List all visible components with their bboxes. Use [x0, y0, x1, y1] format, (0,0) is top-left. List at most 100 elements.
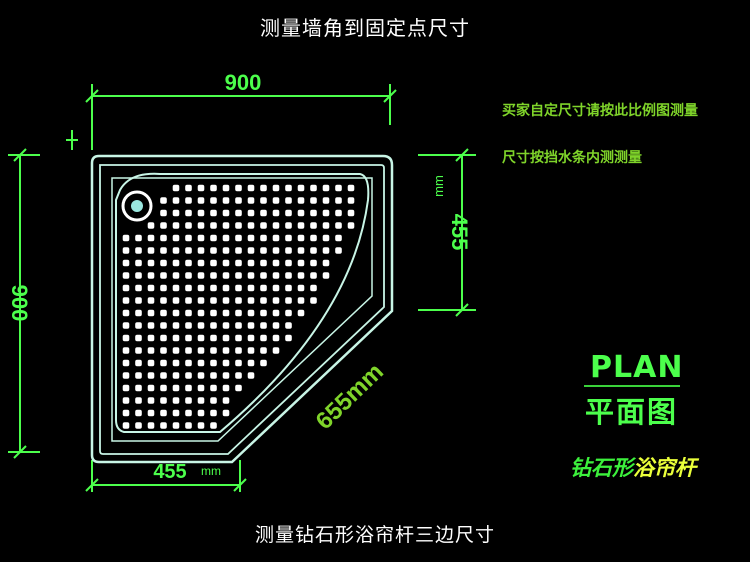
anti-slip-dot: [310, 272, 317, 279]
anti-slip-dot: [297, 297, 305, 304]
anti-slip-dot: [210, 222, 217, 229]
anti-slip-dot: [147, 384, 155, 392]
anti-slip-dot: [197, 422, 205, 429]
anti-slip-dot: [197, 322, 205, 329]
anti-slip-dot: [247, 347, 255, 354]
anti-slip-dot: [147, 247, 155, 254]
anti-slip-dot: [172, 234, 180, 242]
anti-slip-dot: [235, 359, 242, 367]
anti-slip-dot: [135, 309, 142, 317]
anti-slip-dot: [210, 197, 217, 204]
anti-slip-dot: [335, 247, 342, 254]
anti-slip-dot: [135, 384, 142, 392]
anti-slip-dot: [210, 372, 217, 379]
anti-slip-dot: [297, 209, 305, 217]
anti-slip-dot: [285, 234, 292, 242]
anti-slip-dot: [160, 372, 167, 379]
anti-slip-dot: [235, 347, 242, 354]
anti-slip-dot: [160, 197, 167, 204]
anti-slip-dots: [122, 184, 355, 429]
anti-slip-dot: [160, 359, 167, 367]
anti-slip-dot: [285, 309, 292, 317]
anti-slip-dot: [160, 209, 167, 217]
anti-slip-dot: [222, 197, 230, 204]
anti-slip-dot: [147, 272, 155, 279]
anti-slip-dot: [197, 334, 205, 342]
anti-slip-dot: [347, 222, 355, 229]
anti-slip-dot: [272, 284, 280, 292]
anti-slip-dot: [135, 284, 142, 292]
anti-slip-dot: [185, 209, 192, 217]
anti-slip-dot: [272, 247, 280, 254]
anti-slip-dot: [197, 222, 205, 229]
anti-slip-dot: [222, 409, 230, 417]
anti-slip-dot: [122, 309, 130, 317]
anti-slip-dot: [235, 297, 242, 304]
anti-slip-dot: [122, 234, 130, 242]
anti-slip-dot: [247, 372, 255, 379]
anti-slip-dot: [297, 184, 305, 192]
anti-slip-dot: [122, 297, 130, 304]
anti-slip-dot: [135, 259, 142, 267]
anti-slip-dot: [185, 234, 192, 242]
anti-slip-dot: [222, 334, 230, 342]
anti-slip-dot: [310, 197, 317, 204]
tray-outline: [90, 154, 394, 464]
anti-slip-dot: [222, 372, 230, 379]
anti-slip-dot: [247, 309, 255, 317]
anti-slip-dot: [247, 209, 255, 217]
anti-slip-dot: [135, 234, 142, 242]
anti-slip-dot: [247, 222, 255, 229]
anti-slip-dot: [197, 347, 205, 354]
anti-slip-dot: [335, 209, 342, 217]
brand-part-2: 浴帘杆: [633, 455, 696, 480]
anti-slip-dot: [135, 347, 142, 354]
anti-slip-dot: [172, 197, 180, 204]
anti-slip-dot: [297, 259, 305, 267]
anti-slip-dot: [197, 372, 205, 379]
anti-slip-dot: [210, 284, 217, 292]
anti-slip-dot: [285, 259, 292, 267]
anti-slip-dot: [260, 334, 267, 342]
anti-slip-dot: [135, 272, 142, 279]
anti-slip-dot: [310, 234, 317, 242]
brand-text: 钻石形浴帘杆: [570, 452, 696, 482]
anti-slip-dot: [222, 222, 230, 229]
anti-slip-dot: [147, 322, 155, 329]
note-custom-size: 买家自定尺寸请按此比例图测量: [502, 103, 698, 119]
anti-slip-dot: [160, 422, 167, 429]
anti-slip-dot: [160, 384, 167, 392]
anti-slip-dot: [122, 384, 130, 392]
anti-slip-dot: [285, 184, 292, 192]
anti-slip-dot: [172, 209, 180, 217]
anti-slip-dot: [160, 259, 167, 267]
anti-slip-dot: [147, 334, 155, 342]
anti-slip-dot: [122, 322, 130, 329]
anti-slip-dot: [185, 284, 192, 292]
anti-slip-dot: [347, 184, 355, 192]
anti-slip-dot: [185, 222, 192, 229]
anti-slip-dot: [147, 309, 155, 317]
anti-slip-dot: [197, 197, 205, 204]
anti-slip-dot: [197, 272, 205, 279]
anti-slip-dot: [235, 234, 242, 242]
anti-slip-dot: [172, 397, 180, 404]
anti-slip-dot: [197, 234, 205, 242]
anti-slip-dot: [322, 259, 330, 267]
anti-slip-dot: [272, 272, 280, 279]
anti-slip-dot: [172, 284, 180, 292]
anti-slip-dot: [210, 259, 217, 267]
anti-slip-dot: [210, 234, 217, 242]
anti-slip-dot: [272, 234, 280, 242]
anti-slip-dot: [147, 422, 155, 429]
anti-slip-dot: [135, 359, 142, 367]
anti-slip-dot: [197, 359, 205, 367]
anti-slip-dot: [272, 347, 280, 354]
anti-slip-dot: [210, 247, 217, 254]
anti-slip-dot: [185, 347, 192, 354]
anti-slip-dot: [210, 209, 217, 217]
anti-slip-dot: [185, 359, 192, 367]
anti-slip-dot: [122, 334, 130, 342]
anti-slip-dot: [160, 272, 167, 279]
